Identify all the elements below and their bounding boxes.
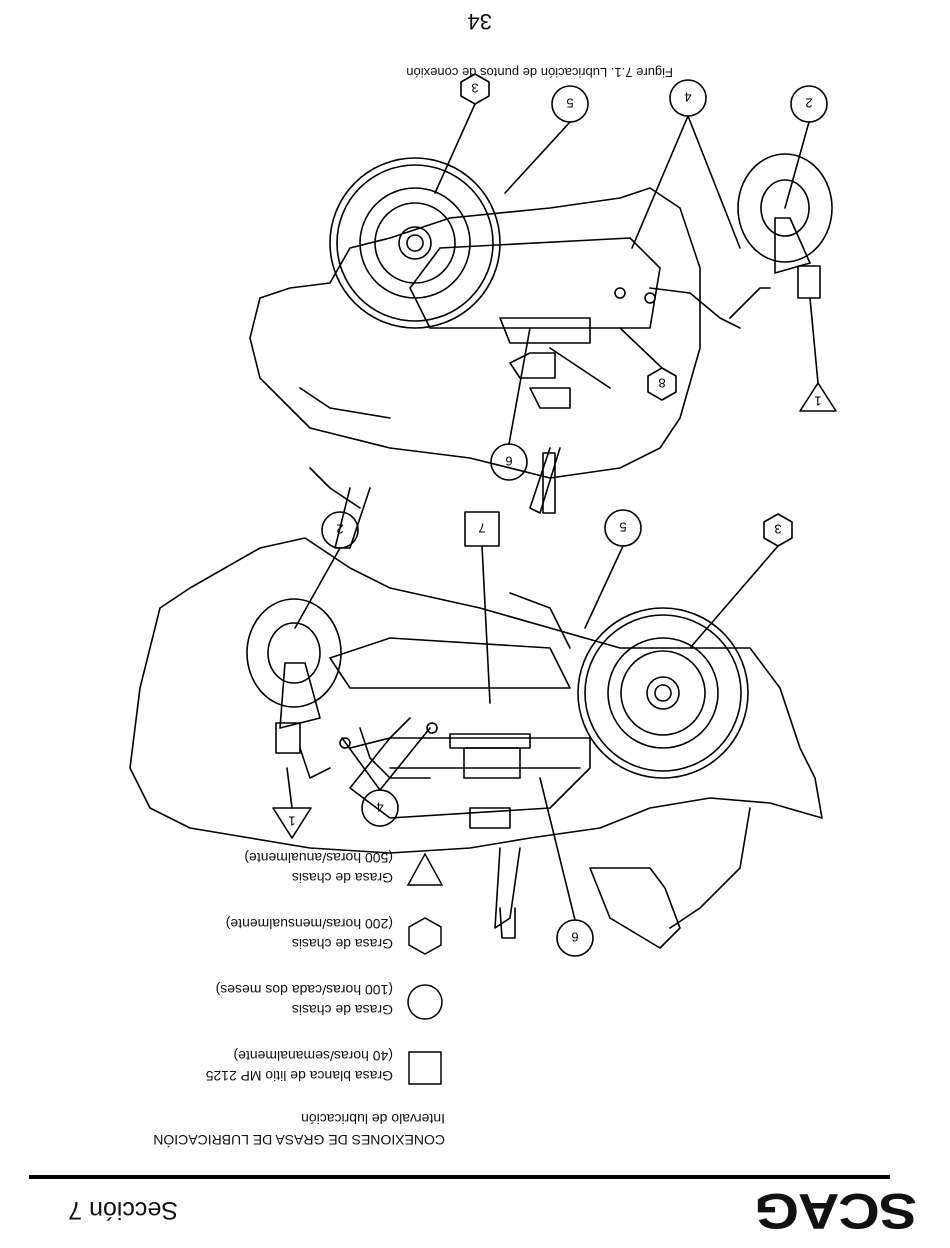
callout-7: 7 xyxy=(478,521,485,536)
figure-caption: Figure 7.1. Lubricación de puntos de con… xyxy=(406,65,673,80)
callout-4: 4 xyxy=(684,90,691,105)
callout-2: 2 xyxy=(336,522,343,537)
callout-1: 1 xyxy=(288,814,295,829)
callout-6: 6 xyxy=(571,930,578,945)
callout-2: 2 xyxy=(805,96,812,111)
callout-8: 8 xyxy=(658,376,665,391)
legend-item-triangle: Grasa de chasis (500 horas/anualmente) xyxy=(105,830,445,890)
legend-item-circle: Grasa de chasis (100 horas/cada dos mese… xyxy=(105,962,445,1022)
triangle-icon xyxy=(406,852,444,886)
hexagon-icon xyxy=(408,917,442,955)
mower-diagram-bottom xyxy=(249,153,833,549)
mower-diagram-top xyxy=(129,537,823,949)
caster-wheel xyxy=(737,153,833,299)
callout-5: 5 xyxy=(566,96,573,111)
callout-4: 4 xyxy=(376,800,383,815)
callout-5: 5 xyxy=(619,520,626,535)
callouts-top xyxy=(272,509,793,957)
caster-wheel xyxy=(246,598,342,754)
page-number: 34 xyxy=(467,9,492,34)
rear-wheel xyxy=(577,607,749,779)
callout-3: 3 xyxy=(471,81,478,96)
callout-1: 1 xyxy=(814,394,821,409)
legend-item-square: Grasa blanca de litio MP 2125 (40 horas/… xyxy=(105,1028,445,1088)
rear-wheel xyxy=(329,157,501,329)
legend-item-hexagon: Grasa de chasis (200 horas/mensualmente) xyxy=(105,896,445,956)
callouts-bottom xyxy=(434,73,837,481)
callout-6: 6 xyxy=(505,454,512,469)
square-icon xyxy=(408,1051,442,1085)
circle-icon xyxy=(407,984,443,1020)
callout-3: 3 xyxy=(774,522,781,537)
